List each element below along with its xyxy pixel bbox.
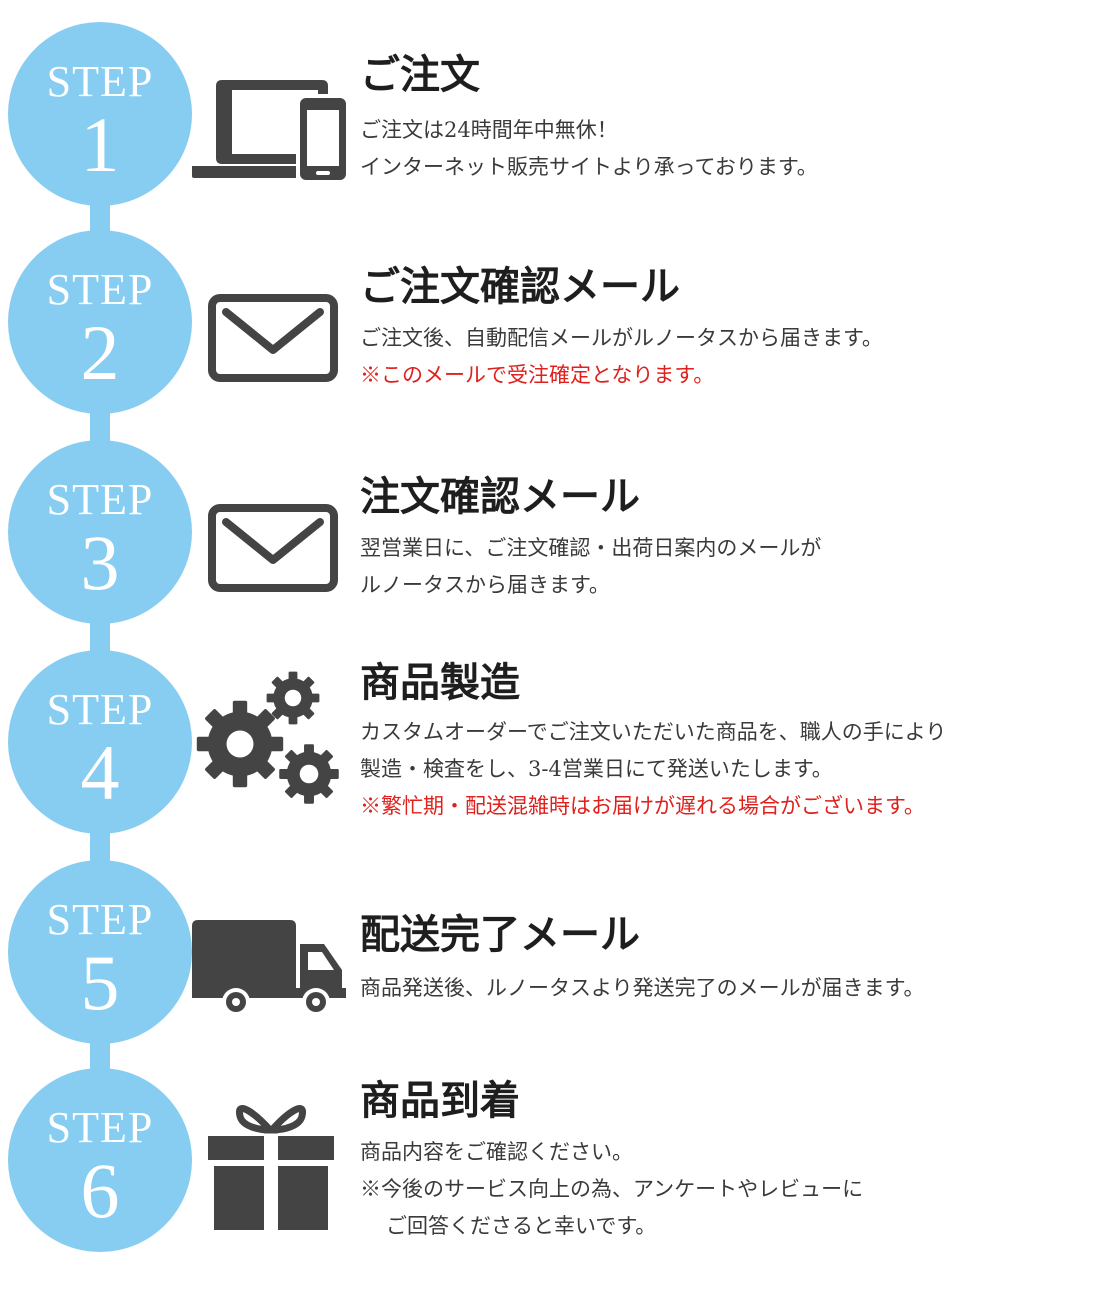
description-line: 商品内容をご確認ください。 [360, 1140, 633, 1164]
step-label: STEP [46, 57, 154, 106]
step-number: 1 [80, 101, 120, 188]
gift-icon [208, 1105, 334, 1230]
step-1-description: ご注文は24時間年中無休！ インターネット販売サイトより承っております。 [360, 112, 818, 186]
description-line: インターネット販売サイトより承っております。 [360, 155, 818, 179]
description-line: ご注文は24時間年中無休！ [360, 118, 618, 142]
description-line: ご注文後、自動配信メールがルノータスから届きます。 [360, 326, 883, 350]
step-2-description: ご注文後、自動配信メールがルノータスから届きます。 ※このメールで受注確定となり… [360, 320, 883, 394]
step-3-badge: STEP 3 [8, 440, 192, 624]
step-number: 2 [80, 309, 120, 396]
description-line: 製造・検査をし、3-4営業日にて発送いたします。 [360, 757, 833, 781]
gears-icon [196, 671, 339, 804]
step-1-title: ご注文 [360, 51, 480, 98]
step-label: STEP [46, 1103, 154, 1152]
step-4-description: カスタムオーダーでご注文いただいた商品を、職人の手により 製造・検査をし、3-4… [360, 714, 946, 825]
step-5-title: 配送完了メール [360, 911, 640, 958]
step-label: STEP [46, 475, 154, 524]
description-line: 商品発送後、ルノータスより発送完了のメールが届きます。 [360, 976, 925, 1000]
step-label: STEP [46, 895, 154, 944]
step-number: 5 [80, 939, 120, 1026]
laptop-phone-icon [192, 80, 346, 180]
step-label: STEP [46, 265, 154, 314]
description-note: ※このメールで受注確定となります。 [360, 363, 715, 387]
mail-icon [208, 294, 338, 382]
step-2-badge: STEP 2 [8, 230, 192, 414]
step-number: 3 [80, 519, 120, 606]
step-4-title: 商品製造 [360, 659, 520, 706]
description-line: ※今後のサービス向上の為、アンケートやレビューに [360, 1177, 864, 1201]
step-5-badge: STEP 5 [8, 860, 192, 1044]
step-label: STEP [46, 685, 154, 734]
step-2-title: ご注文確認メール [360, 263, 680, 310]
step-4-badge: STEP 4 [8, 650, 192, 834]
step-number: 6 [80, 1147, 120, 1234]
step-1-badge: STEP 1 [8, 22, 192, 206]
step-6-badge: STEP 6 [8, 1068, 192, 1252]
mail-icon [208, 504, 338, 592]
step-3-description: 翌営業日に、ご注文確認・出荷日案内のメールが ルノータスから届きます。 [360, 530, 821, 604]
truck-icon [192, 920, 346, 1016]
description-line: ご回答くださると幸いです。 [386, 1214, 657, 1238]
step-3-title: 注文確認メール [360, 473, 640, 520]
description-line: ルノータスから届きます。 [360, 573, 610, 597]
description-line: 翌営業日に、ご注文確認・出荷日案内のメールが [360, 536, 822, 560]
step-5-description: 商品発送後、ルノータスより発送完了のメールが届きます。 [360, 970, 924, 1007]
description-note: ※繁忙期・配送混雑時はお届けが遅れる場合がございます。 [360, 794, 925, 818]
step-6-description: 商品内容をご確認ください。 ※今後のサービス向上の為、アンケートやレビューに ご… [360, 1134, 863, 1245]
step-number: 4 [80, 729, 120, 816]
description-line: カスタムオーダーでご注文いただいた商品を、職人の手により [360, 720, 947, 744]
step-6-title: 商品到着 [360, 1077, 520, 1124]
